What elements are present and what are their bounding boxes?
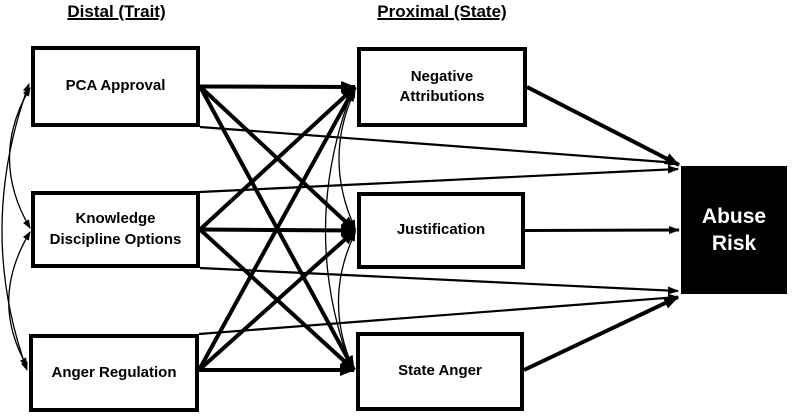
direct-edge-pca_approval-to-abuse_risk (199, 125, 679, 167)
node-negative-attributions-label: Negative Attributions (399, 67, 485, 105)
edge-justification-to-abuse_risk (524, 226, 680, 235)
proximal-column-header: Proximal (State) (377, 2, 507, 21)
node-state-anger-label: State Anger (398, 362, 482, 380)
node-abuse-risk-label: Abuse Risk (701, 204, 767, 255)
node-pca-approval: PCA Approval (31, 46, 200, 127)
edge-state_anger-to-abuse_risk (523, 295, 679, 372)
correlation-negative_attributions-state_anger (324, 85, 355, 371)
direct-edge-knowledge_discipline_options-to-abuse_risk (199, 266, 679, 295)
node-state-anger: State Anger (356, 332, 524, 411)
node-justification-label: Justification (396, 221, 486, 239)
node-knowledge-discipline-options: Knowledge Discipline Options (31, 191, 200, 268)
node-knowledge-discipline-options-label: Knowledge Discipline Options (49, 210, 182, 248)
edge-pca_approval-to-negative_attributions (199, 80, 356, 93)
correlation-pca_approval-anger_regulation (1, 83, 30, 371)
edge-anger_regulation-to-negative_attributions (197, 86, 357, 371)
edge-anger_regulation-to-justification (197, 229, 357, 372)
node-justification: Justification (357, 192, 525, 269)
node-pca-approval-label: PCA Approval (65, 77, 166, 95)
edge-knowledge_discipline_options-to-negative_attributions (198, 85, 357, 231)
direct-edge-anger_regulation-to-abuse_risk (198, 293, 679, 336)
node-negative-attributions: Negative Attributions (357, 47, 527, 127)
edge-negative_attributions-to-abuse_risk (526, 85, 680, 167)
correlation-pca_approval-knowledge_discipline_options (8, 87, 31, 229)
node-anger-regulation: Anger Regulation (29, 334, 199, 412)
distal-column-header: Distal (Trait) (67, 2, 166, 21)
node-abuse-risk: Abuse Risk (681, 166, 787, 294)
node-anger-regulation-label: Anger Regulation (51, 363, 177, 381)
direct-edge-knowledge_discipline_options-to-abuse_risk (199, 165, 679, 194)
